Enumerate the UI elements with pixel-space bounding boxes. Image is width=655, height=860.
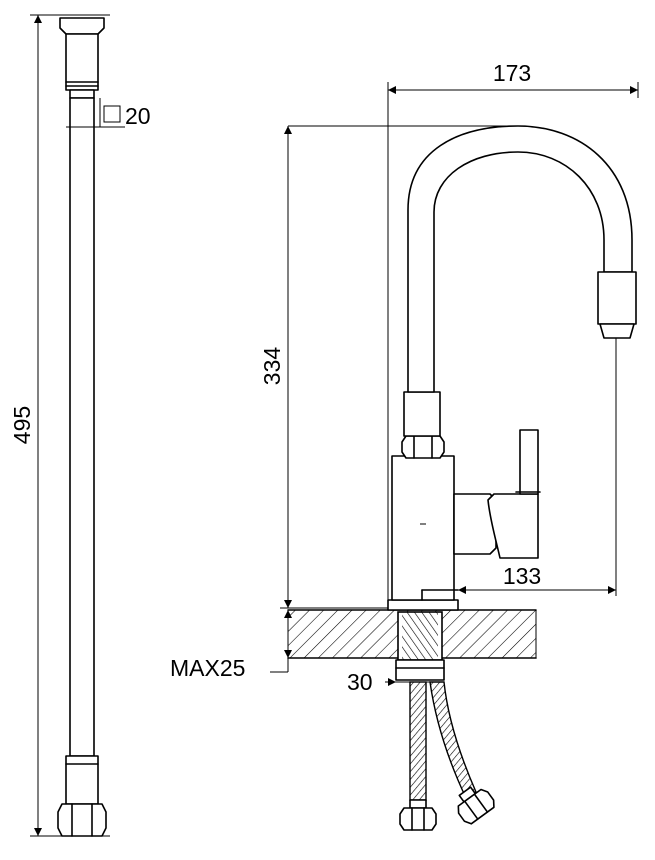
handle-reach-dimension: 133 [458, 338, 617, 596]
threaded-shank [395, 611, 445, 681]
hose-square-label: 20 [125, 103, 151, 129]
hose-body [69, 97, 95, 757]
hose-bottom-fitting [57, 755, 107, 837]
hose-square-callout: 20 [66, 98, 151, 129]
shank-label: 30 [347, 669, 373, 695]
shank-dimension: 30 [347, 669, 444, 695]
deck-thickness-label: MAX25 [170, 655, 245, 681]
faucet-view: 173 334 MAX25 [170, 60, 639, 831]
spout-reach-label: 173 [493, 60, 531, 86]
handle-reach-label: 133 [503, 563, 541, 589]
gooseneck-spout [407, 125, 633, 393]
spray-head [597, 271, 637, 339]
spout-reach-dimension: 173 [387, 60, 639, 606]
height-label: 334 [259, 347, 285, 386]
hose-length-label: 495 [9, 406, 35, 444]
lever-handle [487, 429, 541, 559]
faucet-body [391, 455, 472, 601]
base-flange [387, 599, 459, 611]
hose-view: 495 20 [9, 14, 151, 837]
deck-thickness-dimension: MAX25 [170, 610, 292, 681]
hose-top-fitting [59, 17, 105, 99]
body-hex-nut [401, 435, 445, 459]
height-dimension: 334 [259, 125, 520, 609]
supply-hoses [399, 681, 495, 831]
handle-neck [453, 493, 497, 555]
spout-collar [403, 391, 441, 437]
